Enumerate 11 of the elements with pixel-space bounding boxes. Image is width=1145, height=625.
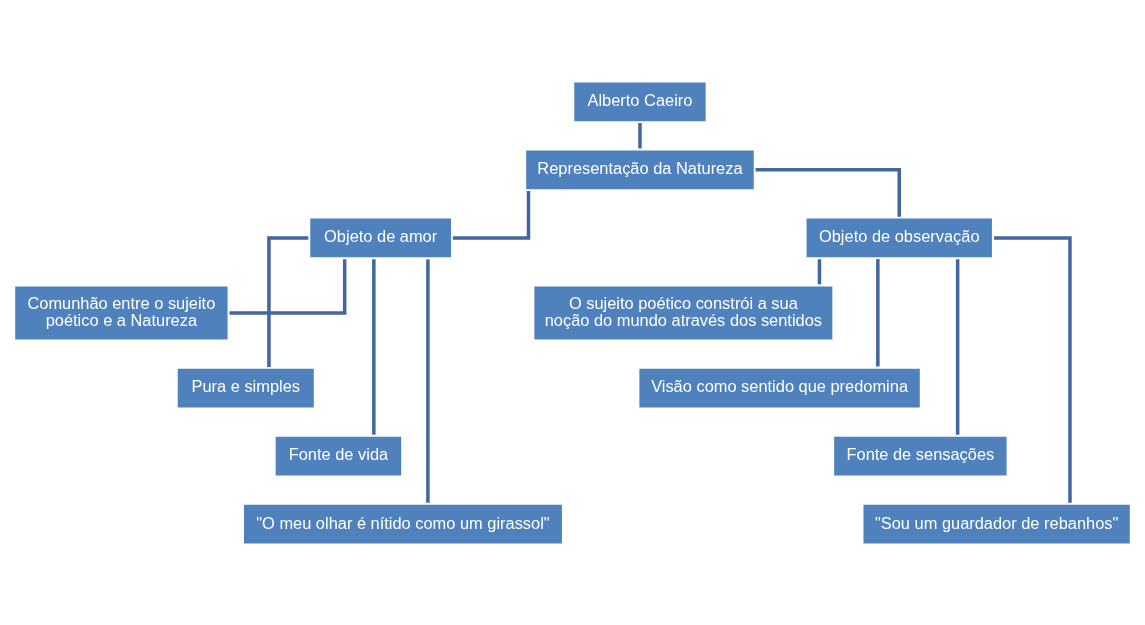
connector (372, 258, 376, 435)
connector (876, 258, 880, 366)
connector (755, 167, 901, 217)
connector (817, 258, 822, 284)
connector (994, 235, 1072, 503)
connector (638, 122, 642, 148)
connector (452, 190, 531, 240)
connector (267, 235, 309, 367)
connector (955, 258, 960, 435)
connector (229, 258, 347, 315)
connector (426, 258, 430, 503)
